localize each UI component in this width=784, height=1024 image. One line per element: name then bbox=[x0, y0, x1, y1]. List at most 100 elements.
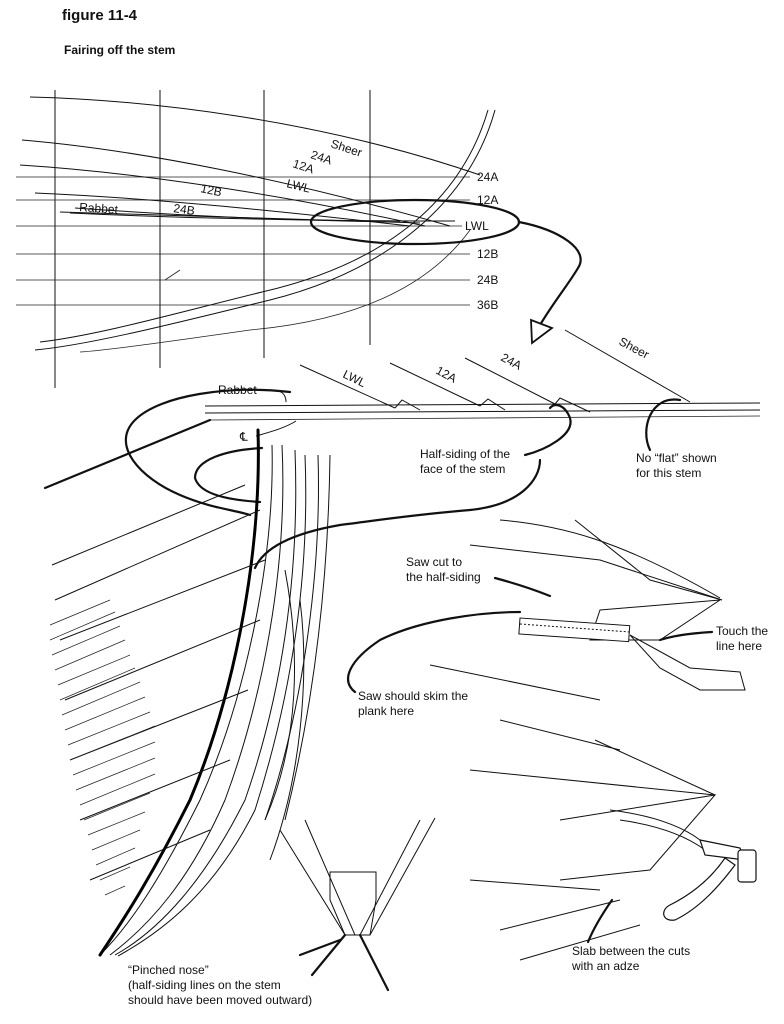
centerline bbox=[209, 415, 761, 421]
label-wl-36b: 36B bbox=[477, 298, 498, 312]
station-tick-12a bbox=[389, 362, 481, 407]
rabbet-tick bbox=[164, 269, 181, 281]
hull-shading bbox=[49, 599, 156, 896]
leader-long bbox=[253, 458, 542, 570]
label-lwl: LWL bbox=[341, 367, 369, 390]
stem-strand bbox=[114, 449, 297, 956]
adze-cut bbox=[609, 809, 701, 841]
plank-line bbox=[499, 899, 621, 931]
stem-detail: Sheer 24A 12A LWL Rabbet ℄ Half-siding o… bbox=[124, 329, 761, 570]
plank-line bbox=[499, 719, 621, 751]
leader-saw-cut bbox=[493, 576, 552, 598]
nose-arrow-left bbox=[310, 933, 347, 977]
stem-profile-inner bbox=[39, 109, 489, 343]
figure-number: figure 11-4 bbox=[62, 7, 138, 24]
leader-touch bbox=[658, 630, 714, 642]
label-wl-24b: 24B bbox=[477, 273, 498, 287]
saw-stem-face bbox=[574, 519, 723, 601]
callout-saw-cut-1: Saw cut to bbox=[406, 555, 462, 569]
saw-blade bbox=[518, 617, 631, 643]
stem-strand bbox=[284, 454, 331, 821]
notch bbox=[394, 399, 421, 411]
saw-stem-edge bbox=[499, 519, 721, 599]
saw-stem-top bbox=[469, 544, 723, 601]
station-tick-24a bbox=[464, 357, 556, 405]
plank-line bbox=[54, 509, 261, 601]
label-24b-curve: 24B bbox=[173, 201, 196, 218]
stem-outer-edge bbox=[98, 428, 260, 957]
curve-rabbet bbox=[69, 212, 456, 222]
callout-saw-cut-2: the half-siding bbox=[406, 570, 481, 584]
callout-no-flat-2: for this stem bbox=[636, 466, 701, 480]
curve-24b bbox=[74, 207, 401, 223]
plank-line bbox=[429, 664, 601, 701]
nose-right-plank bbox=[359, 817, 436, 936]
label-sheer: Sheer bbox=[617, 334, 652, 361]
bow-drawing bbox=[43, 418, 331, 957]
plank-line bbox=[89, 829, 211, 881]
profile-lower-curve bbox=[79, 229, 471, 353]
callout-slab-1: Slab between the cuts bbox=[572, 944, 690, 958]
adze-cut bbox=[619, 819, 706, 851]
label-24a-curve: 24A bbox=[309, 148, 334, 168]
plank-line bbox=[64, 619, 261, 701]
adze-handle bbox=[663, 857, 736, 921]
callout-skim-2: plank here bbox=[358, 704, 414, 718]
notch bbox=[479, 398, 506, 411]
lines-plan: Sheer 24A 12A LWL 12B 24B Rabbet 24A 12A… bbox=[16, 90, 582, 388]
zoom-arrowhead bbox=[530, 318, 554, 345]
callout-pinched-3: should have been moved outward) bbox=[128, 993, 312, 1007]
label-24a: 24A bbox=[499, 350, 524, 372]
stem-strand bbox=[109, 444, 284, 956]
plank-line bbox=[51, 484, 246, 566]
label-12b-curve: 12B bbox=[199, 181, 223, 199]
centerline-arrow bbox=[255, 420, 297, 437]
rabbet-line-2 bbox=[204, 409, 761, 414]
notch bbox=[554, 397, 591, 413]
pinched-nose-detail: “Pinched nose” (half-siding lines on the… bbox=[128, 817, 436, 1007]
label-wl-12b: 12B bbox=[477, 247, 498, 261]
callout-no-flat-1: No “flat” shown bbox=[636, 451, 717, 465]
nose-left-plank bbox=[279, 819, 356, 936]
label-centerline: ℄ bbox=[239, 430, 248, 444]
adze-stem-top bbox=[469, 769, 716, 796]
plank-line bbox=[469, 879, 601, 891]
leader-skim bbox=[347, 610, 522, 694]
plank-line bbox=[79, 759, 231, 821]
zoom-arrow bbox=[517, 220, 582, 327]
stem-inner-curve-2 bbox=[269, 599, 305, 861]
saw-detail: Saw cut to the half-siding Touch the lin… bbox=[347, 519, 768, 751]
plank-line bbox=[519, 924, 641, 961]
saw-handle bbox=[629, 634, 746, 691]
rabbet-line bbox=[204, 402, 761, 407]
adze-plank-edge bbox=[559, 794, 717, 881]
nose-leader bbox=[298, 938, 342, 957]
stem-strand bbox=[99, 444, 273, 956]
callout-pinched-1: “Pinched nose” bbox=[128, 963, 209, 977]
callout-slab-2: with an adze bbox=[571, 959, 640, 973]
adze-poll bbox=[737, 849, 757, 883]
curve-24a bbox=[21, 139, 451, 227]
callout-half-siding-1: Half-siding of the bbox=[420, 447, 510, 461]
callout-half-siding-2: face of the stem bbox=[420, 462, 505, 476]
station-tick-sheer bbox=[564, 329, 691, 403]
stem-strand bbox=[117, 454, 307, 957]
stem-profile-outer bbox=[34, 109, 496, 351]
curve-lwl bbox=[34, 192, 411, 227]
figure-title: Fairing off the stem bbox=[64, 43, 175, 57]
callout-touch-1: Touch the bbox=[716, 624, 768, 638]
nose-arrow-right bbox=[358, 933, 390, 992]
label-wl-12a: 12A bbox=[477, 193, 498, 207]
label-wl-lwl: LWL bbox=[465, 219, 489, 233]
leader-rabbet bbox=[124, 388, 292, 517]
curve-sheer bbox=[29, 96, 481, 176]
plank-line bbox=[43, 418, 212, 490]
stem-inner-curve bbox=[264, 569, 296, 821]
curve-12a bbox=[19, 164, 426, 227]
adze-stem-face bbox=[594, 739, 716, 796]
station-tick-lwl bbox=[299, 364, 396, 409]
label-12a-curve: 12A bbox=[291, 157, 316, 177]
leader-centerline bbox=[193, 446, 264, 504]
